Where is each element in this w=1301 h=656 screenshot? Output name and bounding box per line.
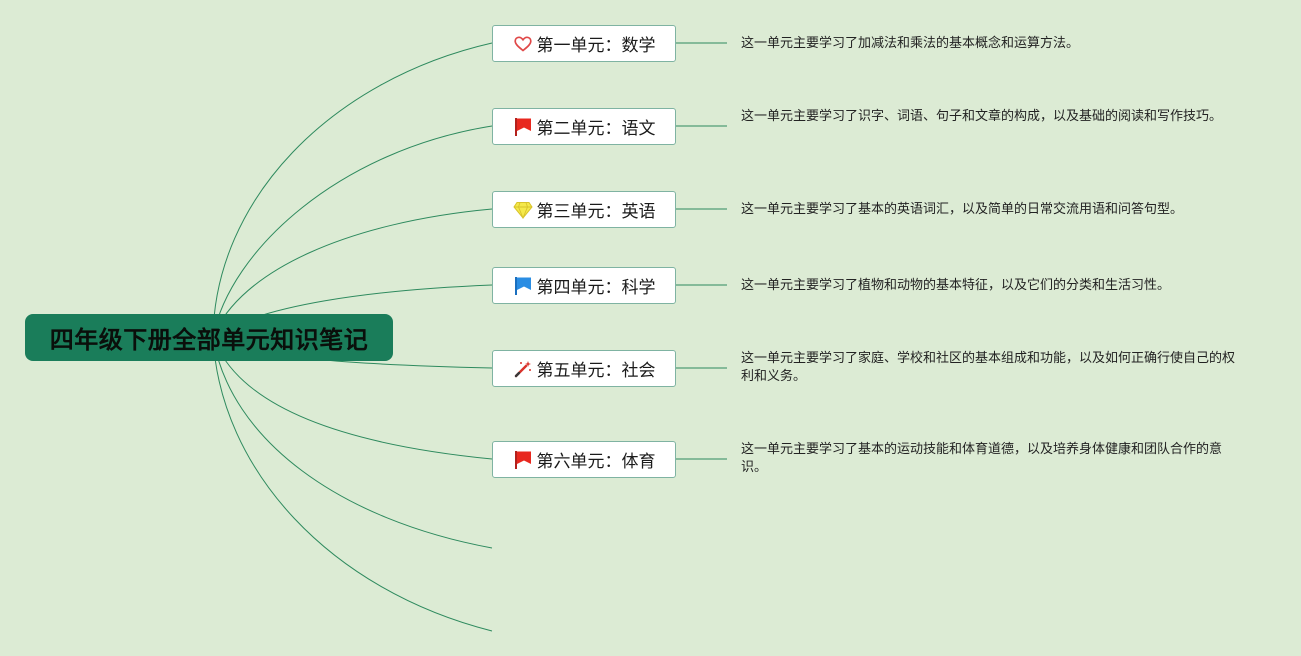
root-topic[interactable]: 四年级下册全部单元知识笔记 [25, 314, 393, 361]
unit-node-3[interactable]: 第三单元：英语 [492, 191, 676, 228]
branch-line-unit-2 [212, 125, 493, 338]
unit-6-description: 这一单元主要学习了基本的运动技能和体育道德，以及培养身体健康和团队合作的意识。 [741, 442, 1223, 475]
magic-wand-icon [513, 359, 533, 379]
unit-node-1[interactable]: 第一单元：数学 [492, 25, 676, 62]
unit-node-4[interactable]: 第四单元：科学 [492, 267, 676, 304]
unit-node-6[interactable]: 第六单元：体育 [492, 441, 676, 478]
unit-3-description: 这一单元主要学习了基本的英语词汇，以及简单的日常交流用语和问答句型。 [741, 202, 1184, 217]
unit-node-6-label: 第六单元：体育 [536, 452, 656, 472]
branch-line-unit-3 [212, 208, 493, 338]
unit-node-5[interactable]: 第五单元：社会 [492, 350, 676, 387]
unit-node-4-label: 第四单元：科学 [536, 278, 656, 298]
red-flag-icon [513, 117, 533, 137]
unit-node-1-label: 第一单元：数学 [536, 36, 656, 56]
unit-node-2[interactable]: 第二单元：语文 [492, 108, 676, 145]
unit-1-description: 这一单元主要学习了加减法和乘法的基本概念和运算方法。 [741, 36, 1080, 51]
unit-5-description: 这一单元主要学习了家庭、学校和社区的基本组成和功能，以及如何正确行使自己的权利和… [741, 351, 1236, 384]
branch-line-empty-1 [212, 336, 493, 549]
root-topic-label: 四年级下册全部单元知识笔记 [49, 326, 369, 354]
branch-line-unit-1 [212, 42, 493, 338]
branch-line-unit-6 [212, 336, 493, 460]
unit-node-3-label: 第三单元：英语 [536, 202, 656, 222]
unit-node-2-label: 第二单元：语文 [536, 119, 656, 139]
heart-icon [513, 34, 533, 54]
unit-node-5-label: 第五单元：社会 [536, 361, 656, 381]
branch-line-empty-2 [212, 336, 493, 632]
diamond-icon [512, 200, 533, 220]
red-flag-icon [513, 450, 533, 470]
unit-4-description: 这一单元主要学习了植物和动物的基本特征，以及它们的分类和生活习性。 [741, 278, 1171, 293]
blue-flag-icon [513, 276, 533, 296]
unit-2-description: 这一单元主要学习了识字、词语、句子和文章的构成，以及基础的阅读和写作技巧。 [741, 109, 1223, 124]
